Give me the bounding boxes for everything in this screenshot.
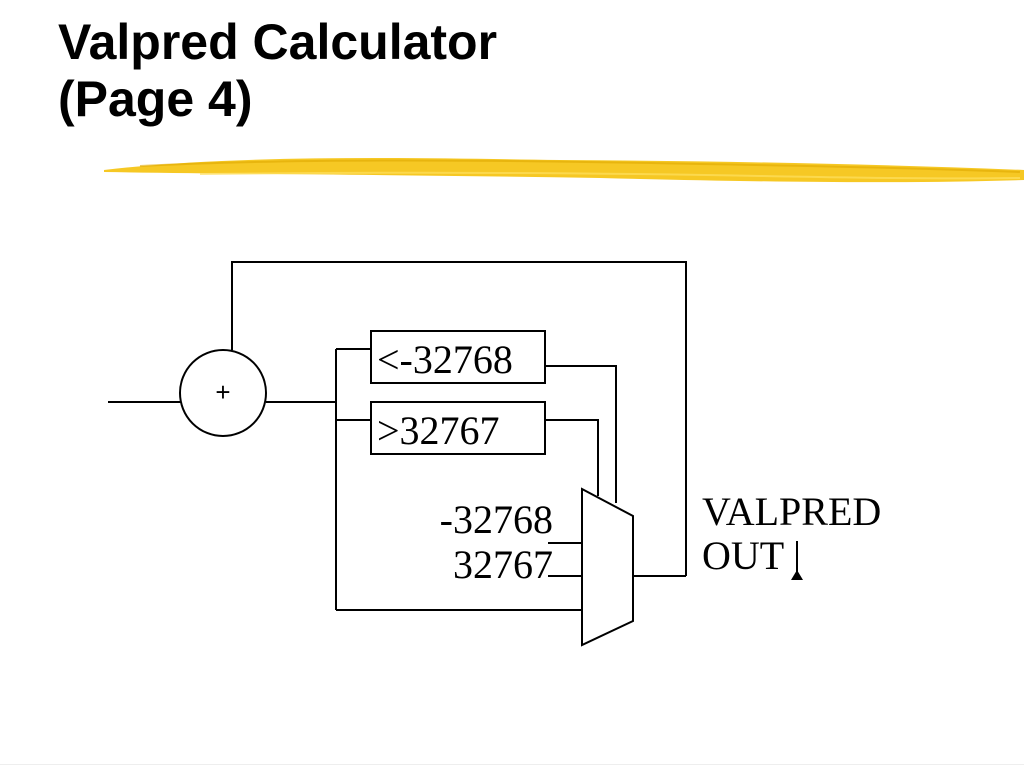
mux-input-max-label: 32767 xyxy=(453,542,553,587)
feedback-wire xyxy=(231,261,687,576)
compare-high-label: >32767 xyxy=(377,408,500,453)
slide-title: Valpred Calculator (Page 4) xyxy=(58,14,497,128)
output-label-line-1: VALPRED xyxy=(702,489,881,534)
adder-plus-symbol: + xyxy=(215,377,230,407)
mux-input-min-label: -32768 xyxy=(440,497,553,542)
bottom-divider xyxy=(0,764,1024,765)
title-line-1: Valpred Calculator xyxy=(58,14,498,70)
output-label-line-2: OUT xyxy=(702,533,784,578)
compare-low-select-wire xyxy=(545,365,617,503)
adder-circle xyxy=(179,349,267,437)
multiplexer xyxy=(581,487,634,647)
compare-high-select-wire xyxy=(545,419,599,496)
compare-low-box xyxy=(370,330,546,384)
compare-high-box xyxy=(370,401,546,455)
title-line-2: (Page 4) xyxy=(58,71,253,127)
text-cursor-base xyxy=(791,570,803,580)
title-highlight-stroke xyxy=(104,158,1024,183)
compare-low-label: <-32768 xyxy=(377,337,513,382)
